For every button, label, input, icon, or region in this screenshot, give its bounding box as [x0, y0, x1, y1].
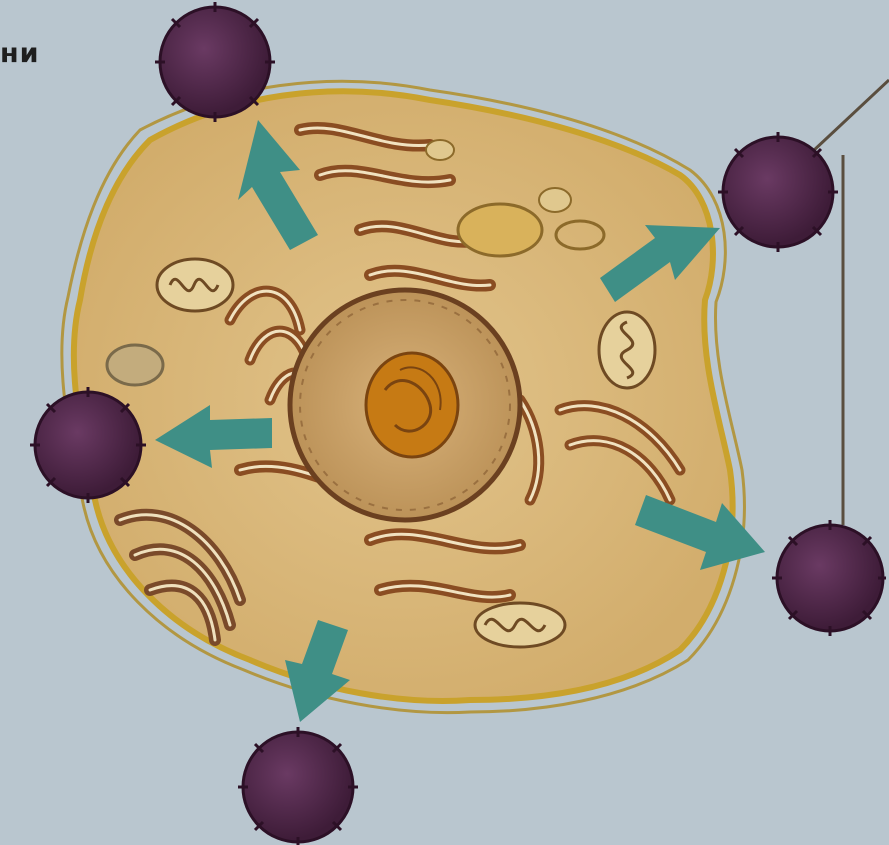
virus-particle-icon [772, 520, 886, 636]
virus-particle-icon [238, 727, 358, 845]
vesicle [539, 188, 571, 212]
nucleus [290, 290, 520, 520]
nucleolus [366, 353, 458, 457]
vesicle [458, 204, 542, 256]
virus-particle-icon [30, 387, 146, 503]
mitochondrion [599, 312, 655, 388]
pointer-lines [812, 80, 889, 525]
vesicle [426, 140, 454, 160]
mitochondrion [157, 259, 233, 311]
virus-particle-icon [718, 132, 838, 252]
mitochondrion [475, 603, 565, 647]
vesicle [107, 345, 163, 385]
virus-particle-icon [155, 2, 275, 122]
